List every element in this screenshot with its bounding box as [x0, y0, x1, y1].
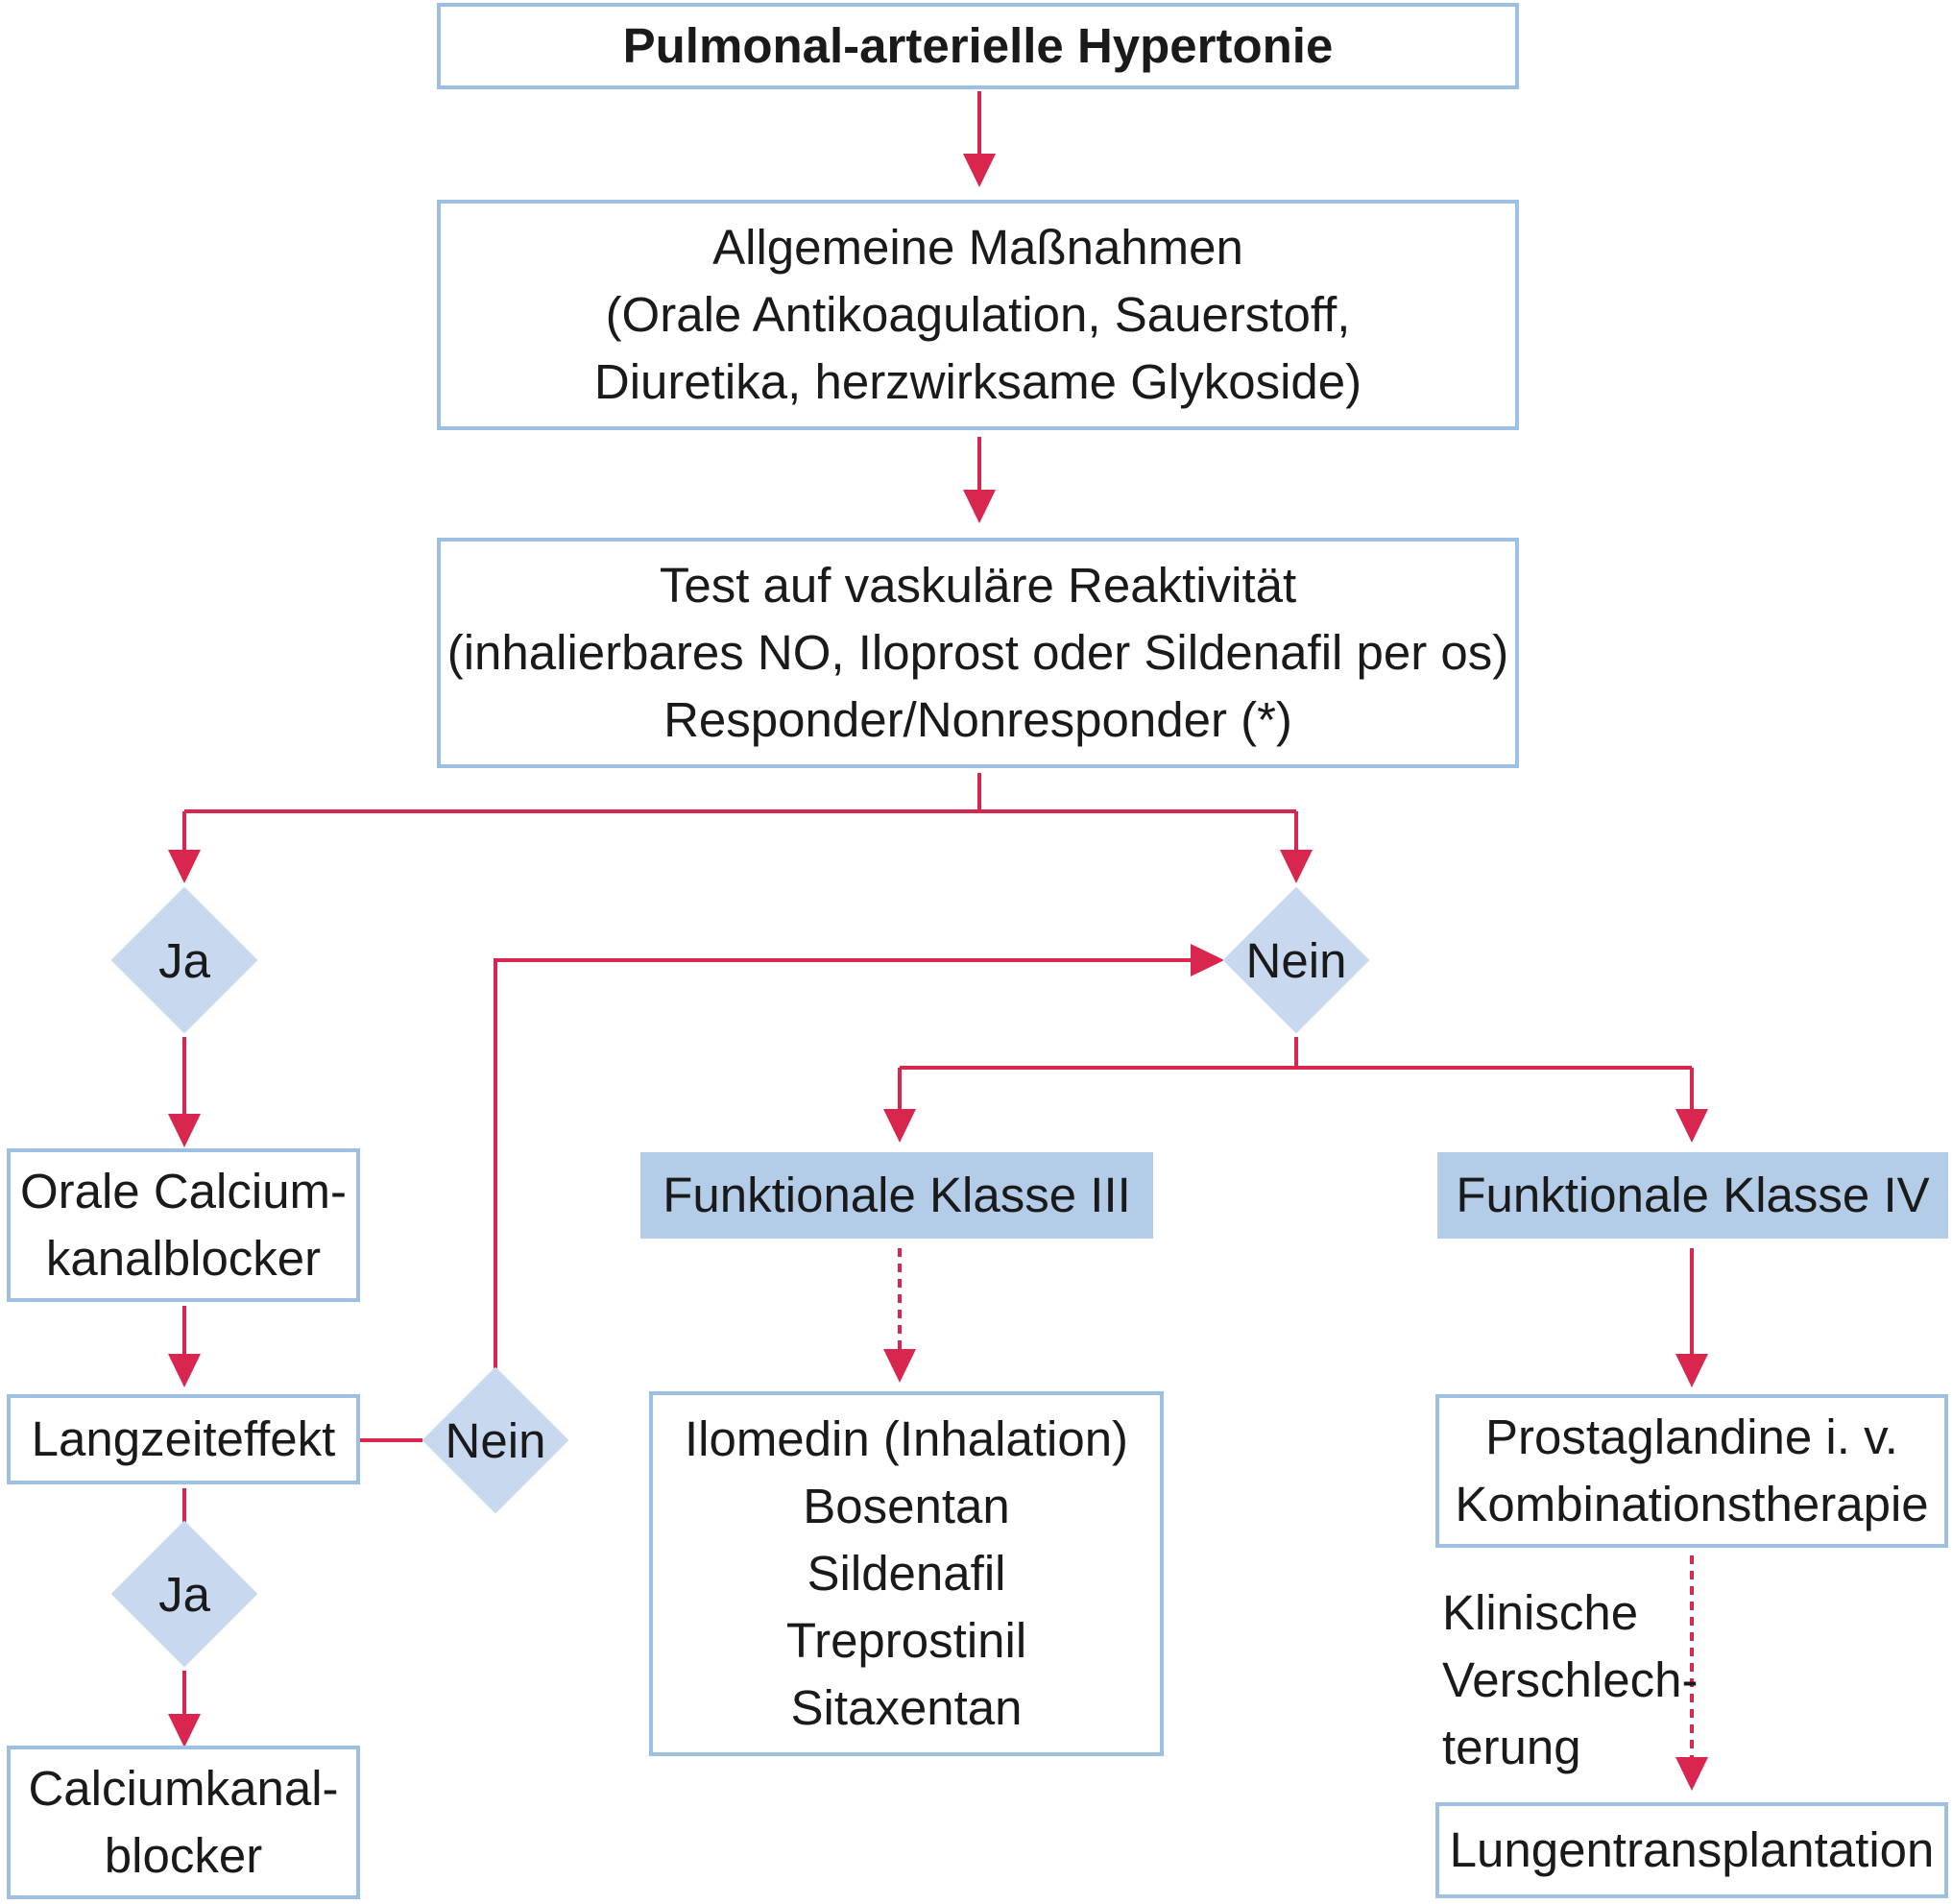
ccb-line-2: blocker — [104, 1828, 263, 1883]
reactivity-test-box: Test auf vaskuläre Reaktivität (inhalier… — [437, 538, 1519, 768]
arrowhead-oral-ccb — [168, 1114, 201, 1147]
arrowhead-class3-therapy — [883, 1349, 916, 1383]
note-line-1: Klinische — [1442, 1585, 1639, 1640]
arrowhead-class3 — [883, 1109, 916, 1143]
ccb-line-1: Calciumkanal- — [28, 1761, 339, 1816]
title-box: Pulmonal-arterielle Hypertonie — [437, 3, 1519, 89]
ja-top-label: Ja — [158, 932, 210, 988]
arrowhead-class4-therapy — [1675, 1354, 1708, 1387]
class4-therapy-box: Prostaglandine i. v. Kombinationstherapi… — [1435, 1394, 1948, 1548]
arrowhead-transplant — [1675, 1757, 1708, 1791]
class3-therapy-2: Bosentan — [803, 1479, 1010, 1533]
arrowhead-class4 — [1675, 1109, 1708, 1143]
class4-therapy-2: Kombinationstherapie — [1455, 1477, 1929, 1531]
general-measures-box: Allgemeine Maßnahmen (Orale Antikoagulat… — [437, 200, 1519, 430]
class3-text: Funktionale Klasse III — [663, 1168, 1131, 1222]
note-line-3: terung — [1442, 1720, 1581, 1774]
general-line-2: (Orale Antikoagulation, Sauerstoff, — [605, 287, 1351, 342]
class3-therapy-5: Sitaxentan — [790, 1680, 1023, 1735]
class3-therapy-4: Treprostinil — [785, 1613, 1027, 1668]
general-line-1: Allgemeine Maßnahmen — [712, 220, 1243, 275]
branch-test-split — [182, 773, 1298, 850]
title-text: Pulmonal-arterielle Hypertonie — [622, 18, 1334, 73]
class3-therapy-box: Ilomedin (Inhalation) Bosentan Sildenafi… — [649, 1391, 1164, 1756]
arrowhead-general — [963, 154, 996, 187]
oral-ccb-line-2: kanalblocker — [45, 1231, 322, 1286]
test-line-2: (inhalierbares NO, Iloprost oder Sildena… — [446, 625, 1509, 680]
lung-transplant-box: Lungentransplantation — [1435, 1802, 1948, 1898]
longterm-text: Langzeiteffekt — [31, 1411, 336, 1466]
arrowhead-longterm — [168, 1354, 201, 1387]
class4-therapy-1: Prostaglandine i. v. — [1485, 1410, 1898, 1464]
class3-therapy-1: Ilomedin (Inhalation) — [684, 1411, 1129, 1466]
test-line-3: Responder/Nonresponder (*) — [663, 692, 1292, 747]
oral-ccb-box: Orale Calcium- kanalblocker — [7, 1148, 360, 1302]
class4-text: Funktionale Klasse IV — [1456, 1168, 1930, 1222]
arrow-nein-mid-to-nein-top — [494, 958, 1191, 1368]
transplant-text: Lungentransplantation — [1449, 1822, 1935, 1877]
nein-mid-label: Nein — [445, 1412, 546, 1468]
arrowhead-ja-top — [168, 850, 201, 883]
class3-therapy-3: Sildenafil — [807, 1546, 1006, 1601]
arrowhead-into-nein-top — [1191, 944, 1224, 976]
clinical-worsening-note: Klinische Verschlech- terung — [1442, 1579, 1698, 1781]
ja-bottom-label: Ja — [158, 1566, 210, 1622]
arrowhead-test — [963, 490, 996, 523]
longterm-effect-box: Langzeiteffekt — [7, 1394, 360, 1484]
arrowhead-ccb — [168, 1714, 201, 1747]
test-line-1: Test auf vaskuläre Reaktivität — [659, 558, 1297, 613]
class4-box: Funktionale Klasse IV — [1437, 1152, 1948, 1239]
branch-nein-split — [898, 1037, 1694, 1109]
ccb-box: Calciumkanal- blocker — [7, 1746, 360, 1899]
nein-top-label: Nein — [1245, 932, 1347, 988]
oral-ccb-line-1: Orale Calcium- — [19, 1164, 348, 1218]
note-line-2: Verschlech- — [1442, 1652, 1699, 1707]
arrowhead-nein-top — [1280, 850, 1313, 883]
general-line-3: Diuretika, herzwirksame Glykoside) — [593, 354, 1362, 409]
class3-box: Funktionale Klasse III — [640, 1152, 1153, 1239]
